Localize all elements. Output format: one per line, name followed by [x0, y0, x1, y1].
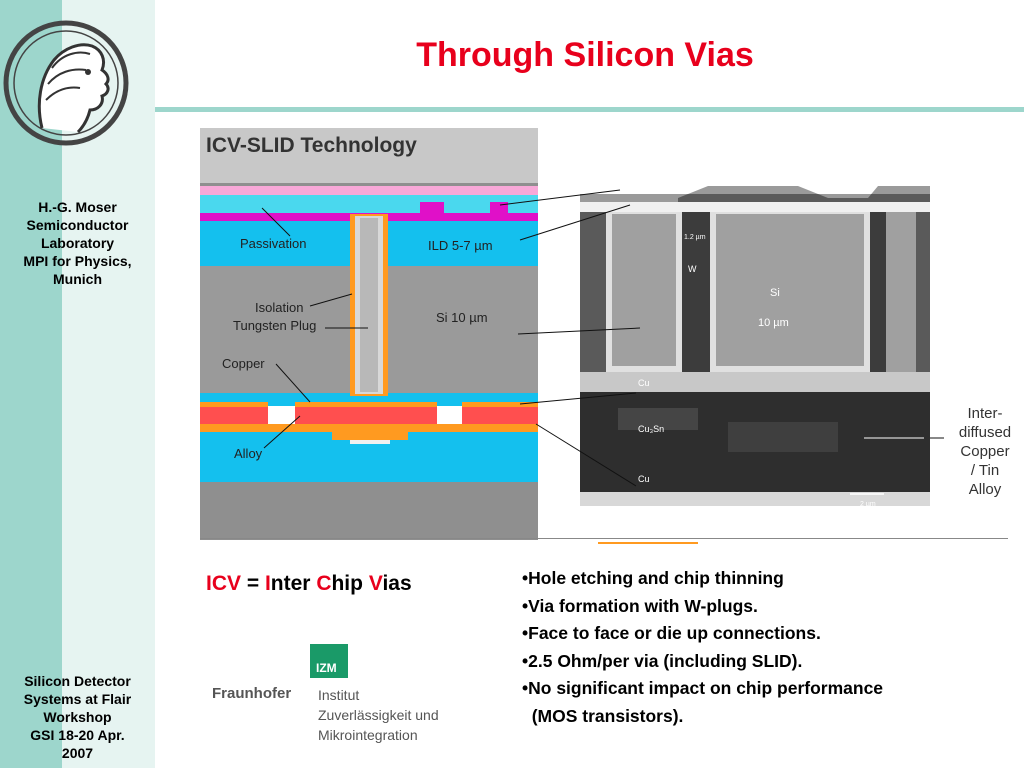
interdiffused-line: diffused — [958, 424, 1012, 441]
sem-label-scale-top: 1.2 µm — [684, 234, 706, 241]
minerva-head-icon — [3, 20, 129, 146]
sem-label-cu3sn: Cu₃Sn — [638, 424, 664, 434]
bullet-item: (MOS transistors). — [522, 705, 684, 726]
label-ild: ILD 5-7 µm — [428, 238, 493, 253]
label-isolation: Isolation — [255, 300, 303, 315]
fraunhofer-name: Fraunhofer — [212, 685, 291, 702]
label-si: Si 10 µm — [436, 310, 488, 325]
icv-letter-i: I — [264, 572, 271, 595]
fraunhofer-izm-logo: IZM Fraunhofer Institut Zuverlässigkeit … — [212, 644, 439, 743]
bullet-item: •No significant impact on chip performan… — [522, 678, 884, 698]
author-line: MPI for Physics, — [23, 253, 132, 269]
sem-label-cu-bottom: Cu — [638, 474, 650, 484]
icv-word-hip: hip — [331, 572, 369, 595]
sidebar: H.-G. Moser Semiconductor Laboratory MPI… — [0, 0, 155, 768]
event-line: GSI 18-20 Apr. — [30, 727, 125, 743]
feature-list: •Hole etching and chip thinning •Via for… — [522, 565, 883, 730]
icv-slid-diagram: ICV-SLID Technology Passivation ILD 5-7 … — [200, 128, 538, 540]
event-info: Silicon Detector Systems at Flair Worksh… — [0, 672, 155, 762]
sem-label-cu-top: Cu — [638, 378, 650, 388]
bullet-item: •Hole etching and chip thinning — [522, 568, 784, 588]
icv-word-ias: ias — [382, 572, 412, 595]
label-alloy: Alloy — [234, 446, 263, 461]
author-line: H.-G. Moser — [38, 199, 117, 215]
label-copper: Copper — [222, 356, 265, 371]
sem-micrograph: Al 1.2 µm W Si 10 µm Cu Cu₃Sn Cu 2 µm — [578, 172, 934, 528]
icv-acronym: ICV — [206, 572, 242, 595]
icv-letter-c: C — [316, 572, 332, 595]
slide-title: Through Silicon Vias — [416, 36, 754, 74]
author-line: Munich — [53, 271, 102, 287]
interdiffused-line: Inter- — [967, 405, 1003, 422]
event-line: Systems at Flair — [23, 691, 132, 707]
author-line: Semiconductor — [26, 217, 129, 233]
section-divider — [200, 538, 1008, 539]
sem-label-si: Si — [770, 287, 780, 299]
label-tungsten: Tungsten Plug — [233, 318, 316, 333]
orange-accent-line — [598, 542, 698, 544]
icv-definition: ICV = Inter Chip Vias — [206, 572, 412, 596]
sem-label-al: Al — [640, 184, 648, 194]
icv-word-nter: nter — [270, 572, 317, 595]
interdiffused-label: Inter- diffused Copper / Tin Alloy — [944, 404, 1024, 499]
title-divider — [155, 107, 1024, 112]
sem-label-w: W — [688, 264, 697, 274]
icv-letter-v: V — [368, 572, 383, 595]
event-line: Silicon Detector — [24, 673, 131, 689]
diagram-heading: ICV-SLID Technology — [206, 134, 417, 157]
icv-equals: = — [241, 572, 265, 595]
institute-line: Zuverlässigkeit und — [318, 707, 439, 723]
label-passivation: Passivation — [240, 236, 306, 251]
izm-badge: IZM — [316, 661, 337, 675]
author-info: H.-G. Moser Semiconductor Laboratory MPI… — [0, 198, 155, 288]
institute-line: Institut — [318, 687, 359, 703]
sem-label-si-thickness: 10 µm — [758, 317, 789, 329]
bullet-item: •Via formation with W-plugs. — [522, 595, 758, 616]
interdiffused-line: / Tin — [970, 462, 1000, 479]
sem-label-scale-bottom: 2 µm — [860, 501, 876, 508]
interdiffused-line: Copper — [960, 443, 1010, 460]
event-line: Workshop — [43, 709, 112, 725]
institute-line: Mikrointegration — [318, 727, 418, 743]
author-line: Laboratory — [40, 235, 115, 251]
bullet-item: •Face to face or die up connections. — [522, 623, 821, 643]
event-line: 2007 — [61, 745, 94, 761]
interdiffused-line: Alloy — [968, 481, 1002, 498]
bullet-item: •2.5 Ohm/per via (including SLID). — [522, 650, 803, 671]
